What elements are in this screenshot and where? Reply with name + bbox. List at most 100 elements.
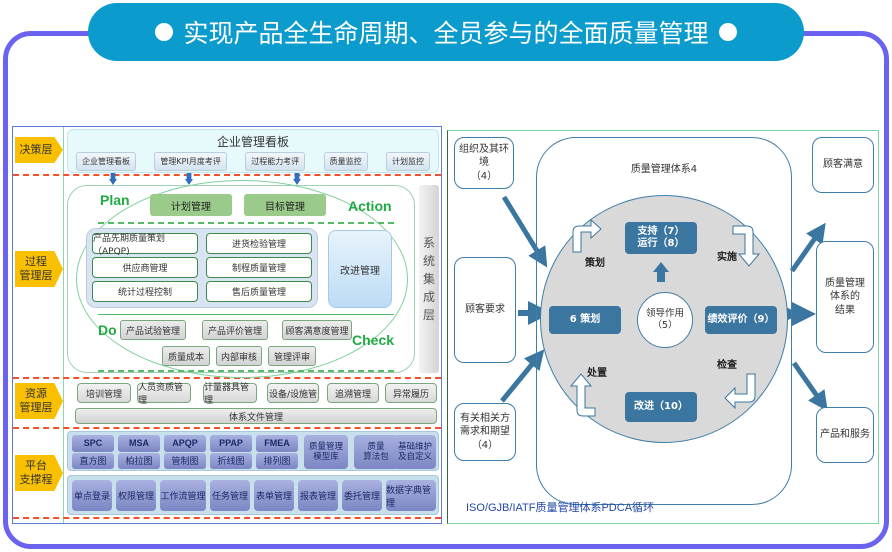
pdca-panel: 组织及其环 境 （4） 顾客要求 有关相关方 需求和期望 （4） 顾客满意 质量… [447, 130, 879, 524]
title-banner: 实现产品全生命周期、全员参与的全面质量管理 [88, 3, 804, 61]
arrow-icon [501, 195, 548, 268]
layer-divider [13, 427, 441, 429]
label-do: 实施 [717, 252, 737, 263]
check-button[interactable]: 产品试验管理 [120, 320, 186, 340]
service-button[interactable]: 表单管理 [254, 480, 294, 511]
vertical-char: 系 [422, 236, 435, 250]
output-customer-satisfaction: 顾客满意 [812, 137, 874, 193]
dashboard-button[interactable]: 管理KPI月度考评 [154, 152, 227, 171]
evaluation-box: 绩效评价（9） [705, 306, 777, 334]
layer-tag-process: 过程 管理层 [15, 251, 63, 287]
curved-arrow-icon [724, 373, 756, 410]
base-services: 单点登录 权限管理 工作流管理 任务管理 表单管理 报表管理 委托管理 数据字典… [67, 475, 439, 515]
target-management-button[interactable]: 目标管理 [244, 194, 326, 216]
diagram-caption: ISO/GJB/IATF质量管理体系PDCA循环 [466, 502, 655, 514]
curved-arrow-icon [732, 225, 761, 267]
dashboard-button[interactable]: 计划监控 [386, 152, 430, 171]
service-button[interactable]: 单点登录 [72, 480, 112, 511]
tool-label: FMEA [256, 435, 298, 452]
pdca-action-label: Action [348, 198, 392, 214]
service-button[interactable]: 工作流管理 [160, 480, 206, 511]
vertical-char: 集 [422, 272, 435, 286]
process-button[interactable]: 制程质量管理 [206, 257, 312, 278]
curved-arrow-icon [569, 373, 596, 417]
service-button[interactable]: 任务管理 [210, 480, 250, 511]
document-management-button[interactable]: 体系文件管理 [75, 408, 437, 424]
check-button[interactable]: 顾客满意度管理 [282, 320, 352, 340]
process-button[interactable]: 售后质量管理 [206, 281, 312, 302]
tool-label: 柏拉图 [118, 452, 160, 469]
layer-tag-decision: 决策层 [15, 137, 63, 163]
tool-label: PPAP [210, 435, 252, 452]
tool-label: 管制图 [164, 452, 206, 469]
resource-button[interactable]: 培训管理 [77, 383, 131, 403]
check-button[interactable]: 内部审核 [216, 346, 262, 366]
output-qms-results: 质量管理 体系的 结果 [816, 241, 874, 353]
process-button[interactable]: 进货检验管理 [206, 233, 312, 254]
check-button[interactable]: 质量成本 [162, 346, 210, 366]
architecture-panel: 决策层 过程 管理层 资源 管理层 平台 支撑程 企业管理看板 企业管理看板 管… [12, 126, 442, 524]
layer-divider [13, 517, 441, 519]
resource-button[interactable]: 人员资质管理 [137, 383, 191, 406]
pdca-circle: 支持（7） 运行（8） 6 策划 绩效评价（9） 改进（10） 领导作用 （5）… [540, 195, 788, 443]
down-arrow-icon [293, 173, 301, 185]
divider [98, 314, 394, 315]
improvement-box: 改进（10） [625, 392, 697, 422]
bullet-dot [718, 23, 737, 41]
layer-divider [13, 174, 441, 176]
process-button[interactable]: 产品先期质量策划（APQP) [92, 233, 198, 257]
tool-label: 排列图 [256, 452, 298, 469]
check-button[interactable]: 管理评审 [268, 346, 316, 366]
service-button[interactable]: 报表管理 [298, 480, 338, 511]
service-button[interactable]: 权限管理 [116, 480, 156, 511]
service-button[interactable]: 委托管理 [342, 480, 382, 511]
layer-tag-platform: 平台 支撑程 [15, 455, 63, 491]
arrow-icon [500, 349, 545, 403]
qms-container: 质量管理体系4 [536, 137, 792, 505]
down-arrow-icon [109, 173, 117, 185]
resource-button[interactable]: 异常履历 [385, 383, 437, 403]
arrow-icon [789, 222, 826, 273]
dashboard-button[interactable]: 过程能力考评 [245, 152, 306, 171]
pdca-do-label: Do [98, 322, 117, 338]
down-arrow-icon [185, 173, 193, 185]
check-button[interactable]: 产品评价管理 [202, 320, 268, 340]
model-library-button[interactable]: 质量管理 模型库 [304, 435, 348, 469]
system-integration-layer: 系 统 集 成 层 [419, 185, 439, 373]
label-act: 处置 [587, 368, 607, 379]
dashboard-button[interactable]: 质量监控 [323, 152, 368, 171]
plan-management-button[interactable]: 计划管理 [150, 194, 232, 216]
page-title: 实现产品全生命周期、全员参与的全面质量管理 [183, 19, 709, 48]
resource-button[interactable]: 追溯管理 [327, 383, 379, 403]
label-check: 检查 [717, 360, 737, 371]
bullet-dot [155, 23, 174, 41]
label-plan: 策划 [585, 258, 605, 269]
base-maintenance-button[interactable]: 基础维护 及自定义 [394, 435, 436, 469]
dashboard-button[interactable]: 企业管理看板 [76, 152, 136, 171]
improvement-management-button[interactable]: 改进管理 [328, 230, 392, 308]
dashboard-title: 企业管理看板 [216, 135, 289, 149]
pdca-plan-label: Plan [100, 192, 130, 208]
process-management-block: Plan Action Do Check 计划管理 目标管理 产品先期质量策划（… [67, 180, 415, 378]
tool-label: MSA [118, 435, 160, 452]
process-button[interactable]: 统计过程控制 [92, 281, 198, 302]
management-dashboard: 企业管理看板 企业管理看板 管理KPI月度考评 过程能力考评 质量监控 计划监控 [67, 129, 439, 173]
process-button[interactable]: 供应商管理 [92, 257, 198, 278]
tool-label: SPC [72, 435, 114, 452]
resource-button[interactable]: 设备/设施管 [267, 383, 319, 403]
divider [98, 222, 394, 224]
pdca-ellipse [76, 180, 408, 378]
input-org-environment: 组织及其环 境 （4） [454, 137, 514, 189]
cycle-arrows [569, 218, 761, 417]
algorithm-package-button[interactable]: 质量 算法包 [354, 435, 398, 469]
service-button[interactable]: 数据字典管理 [386, 480, 436, 511]
layer-tag-resource: 资源 管理层 [15, 383, 63, 419]
resource-button[interactable]: 计量器具管理 [203, 383, 257, 406]
flow-arrows [500, 195, 828, 412]
